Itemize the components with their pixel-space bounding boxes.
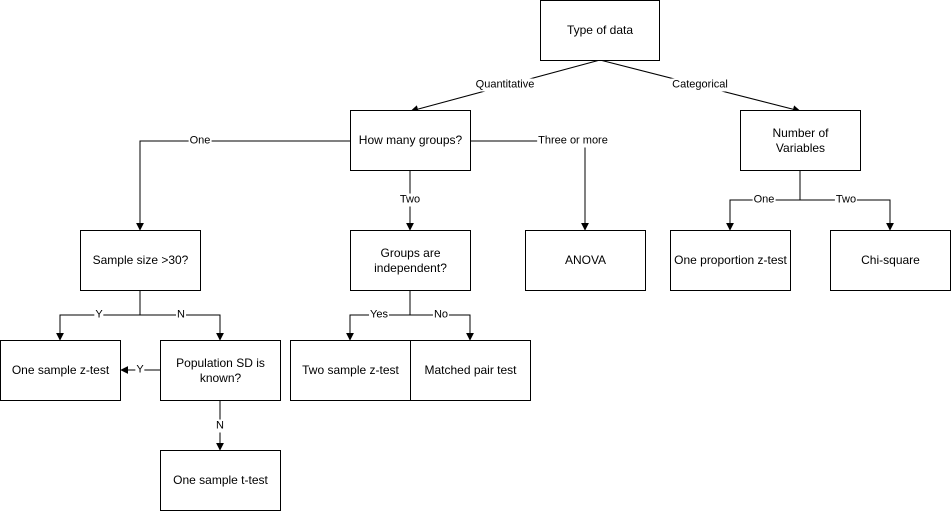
edge-sample-n — [140, 314, 224, 341]
node-type-of-data: Type of data — [540, 0, 660, 61]
node-population-sd-known: Population SD is known? — [160, 340, 281, 401]
node-matched-pair-test: Matched pair test — [410, 340, 531, 401]
edge-label-popsd-n: N — [215, 419, 225, 433]
edge-label-popsd-y: Y — [135, 363, 145, 377]
node-sample-size: Sample size >30? — [80, 230, 201, 291]
node-anova: ANOVA — [525, 230, 646, 291]
edge-label-variables-one: One — [752, 193, 776, 207]
edge-label-groups-three: Three or more — [537, 134, 609, 148]
node-two-sample-z-test: Two sample z-test — [290, 340, 411, 401]
node-groups-independent: Groups are independent? — [350, 230, 471, 291]
node-one-sample-z-test: One sample z-test — [0, 340, 121, 401]
node-one-proportion-z-test: One proportion z-test — [670, 230, 791, 291]
edge-label-variables-two: Two — [834, 193, 858, 207]
node-chi-square: Chi-square — [830, 230, 951, 291]
edge-label-groups-two: Two — [398, 193, 422, 207]
edge-label-indep-yes: Yes — [369, 308, 389, 322]
edge-indep-no — [410, 314, 474, 341]
edge-groups-one — [136, 140, 350, 231]
edge-groups-three — [470, 140, 589, 231]
edge-label-groups-one: One — [188, 134, 212, 148]
node-number-of-variables: Number of Variables — [740, 110, 861, 171]
node-how-many-groups: How many groups? — [350, 110, 471, 171]
edge-variables-two — [800, 199, 894, 231]
edge-label-categorical: Categorical — [671, 78, 729, 92]
edge-label-indep-no: No — [432, 308, 450, 322]
edge-label-sample-y: Y — [94, 308, 104, 322]
edge-label-quantitative: Quantitative — [474, 78, 536, 92]
edge-label-sample-n: N — [176, 308, 186, 322]
node-one-sample-t-test: One sample t-test — [160, 450, 281, 511]
